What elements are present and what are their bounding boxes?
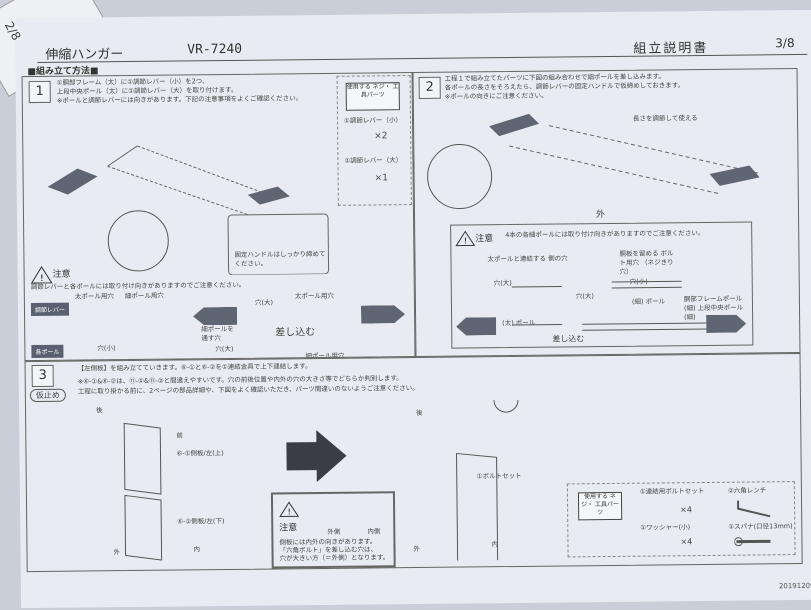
diagram-label: 太ポール用穴 bbox=[74, 292, 114, 301]
arrow-left-icon bbox=[193, 307, 237, 325]
part-label: ①連結用ボルトセット bbox=[639, 487, 705, 496]
step2-number: 2 bbox=[418, 76, 441, 99]
diagram-label: 穴(大) bbox=[215, 344, 234, 354]
step3-line: 【左側板】を組み立てていきます。⑥-①と⑥-②を①連結金具で上下連結します。 bbox=[77, 362, 312, 373]
instruction-page: 伸縮ハンガー VR-7240 組立説明書 3/8 ■組み立て方法■ 1 ①胴部フ… bbox=[14, 9, 811, 609]
step2-caution-box: ! 注意 4本の各細ポールには取り付け向きがありますのでご注意ください。 太ポー… bbox=[450, 221, 754, 349]
diagram-label: 太ポール用穴 bbox=[294, 291, 334, 301]
through-hole-label: 細ポールを 通す穴 bbox=[201, 324, 234, 343]
model-number: VR-7240 bbox=[187, 41, 243, 58]
warning-triangle-icon: ! bbox=[279, 501, 300, 517]
part-label: ①ボルトセット bbox=[476, 471, 522, 481]
doc-title: 組立説明書 bbox=[633, 40, 709, 57]
pole-orientation-lines bbox=[511, 280, 723, 331]
part-label: ①ワッシャー(小) bbox=[640, 523, 691, 532]
warning-triangle-icon: ! bbox=[455, 230, 476, 247]
temporary-fix-badge: 仮止め bbox=[29, 388, 66, 403]
step1-frame-diagram bbox=[47, 145, 330, 276]
direction-label: 内 bbox=[491, 540, 499, 549]
diagram-label: 穴(小) bbox=[97, 344, 116, 353]
parts-title: 使用する ネジ・ 工具パーツ bbox=[345, 82, 400, 111]
page-header: 伸縮ハンガー VR-7240 組立説明書 3/8 bbox=[37, 33, 808, 63]
part-label: ②六角レンチ bbox=[727, 486, 767, 495]
svg-text:!: ! bbox=[40, 274, 44, 284]
step1-parts-box: 使用する ネジ・ 工具パーツ ①調節レバー（小） ×2 ①調節レバー（大） ×1 bbox=[336, 75, 412, 206]
caution-text: 調節レバーと各ポールには取り付け向きがありますのでご注意ください。 bbox=[30, 280, 246, 292]
direction-label: 外 bbox=[413, 544, 421, 554]
diagram-label: 穴(大) bbox=[254, 298, 274, 307]
part-qty: ×2 bbox=[374, 131, 388, 142]
step2-line: 各ポールの長さをそろえたら、調節レバーの固定ハンドルで仮締めしておきます。 bbox=[444, 81, 685, 92]
direction-label: 前 bbox=[176, 431, 183, 440]
step1-panel: 1 ①胴部フレーム（太）に①調節レバー（小）を2つ、 上段中央ポール（太）に①調… bbox=[21, 72, 417, 363]
lever-label: 調節レバー bbox=[30, 302, 70, 317]
direction-label: 後 bbox=[416, 408, 423, 418]
direction-label: 外 bbox=[113, 548, 121, 557]
pole-label: 各ポール bbox=[31, 344, 64, 359]
part-label: ①スパナ(口径13mm) bbox=[728, 522, 793, 531]
footer-date: 20191209 bbox=[778, 581, 811, 591]
step3-number: 3 bbox=[31, 364, 54, 388]
part-qty: ×4 bbox=[680, 537, 693, 547]
step3-parts-box: 使用する ネジ・ 工具パーツ ①連結用ボルトセット ×4 ②六角レンチ ①ワッシ… bbox=[566, 481, 796, 558]
diagram-label: 外側 bbox=[327, 527, 341, 536]
part-label: ①調節レバー（小） bbox=[343, 116, 402, 125]
arrow-right-icon bbox=[361, 305, 405, 323]
diagram-label: 細ポール用穴 bbox=[124, 291, 164, 301]
part-label: ⑥-①側板/左(上) bbox=[176, 449, 224, 458]
warning-triangle-icon: ! bbox=[30, 265, 53, 284]
caution-title: 注意 bbox=[279, 523, 298, 534]
step2-pole-diagram bbox=[427, 113, 760, 210]
diagram-label: 内側 bbox=[367, 527, 381, 536]
step3-panel: 3 仮止め 【左側板】を組み立てていきます。⑥-①と⑥-②を①連結金具で上下連結… bbox=[24, 351, 803, 573]
part-label: ⑥-②側板/左(下) bbox=[177, 517, 225, 526]
part-qty: ×1 bbox=[374, 173, 388, 184]
product-name: 伸縮ハンガー bbox=[45, 47, 124, 63]
spanner-icon bbox=[734, 537, 771, 547]
part-label: ①調節レバー（大） bbox=[344, 156, 403, 165]
adjust-label: 長さを調節して使える bbox=[632, 114, 698, 123]
parts-title: 使用する ネジ・ 工具パーツ bbox=[577, 491, 623, 521]
hex-wrench-icon bbox=[737, 500, 771, 518]
step2-line: ※ポールの向きにご注意ください。 bbox=[444, 91, 548, 101]
caution-text: 穴が大きい方（＝外側）となります。 bbox=[279, 553, 390, 563]
direction-label: 内 bbox=[193, 545, 201, 554]
direction-label: 後 bbox=[96, 406, 103, 415]
step3-side-panel-diagram bbox=[123, 397, 519, 565]
caution-title: 注意 bbox=[52, 269, 71, 280]
step3-caution-box: ! 注意 外側 内側 側板には内外の向きがあります。 「六角ボルト」を差し込む穴… bbox=[270, 491, 396, 569]
page-number: 3/8 bbox=[775, 36, 795, 51]
svg-text:!: ! bbox=[464, 236, 467, 245]
fix-handle-note: 固定ハンドルはしっかり締めてください。 bbox=[234, 249, 326, 268]
step1-number: 1 bbox=[28, 80, 51, 104]
outside-label: 外 bbox=[595, 210, 606, 221]
step2-panel: 2 工程１で組み立てたパーツに下図の組み合わせで細ポールを差し込みます。 各ポー… bbox=[411, 68, 801, 359]
part-qty: ×4 bbox=[680, 505, 692, 515]
insert-label: 差し込む bbox=[275, 327, 316, 339]
svg-text:!: ! bbox=[288, 507, 291, 516]
